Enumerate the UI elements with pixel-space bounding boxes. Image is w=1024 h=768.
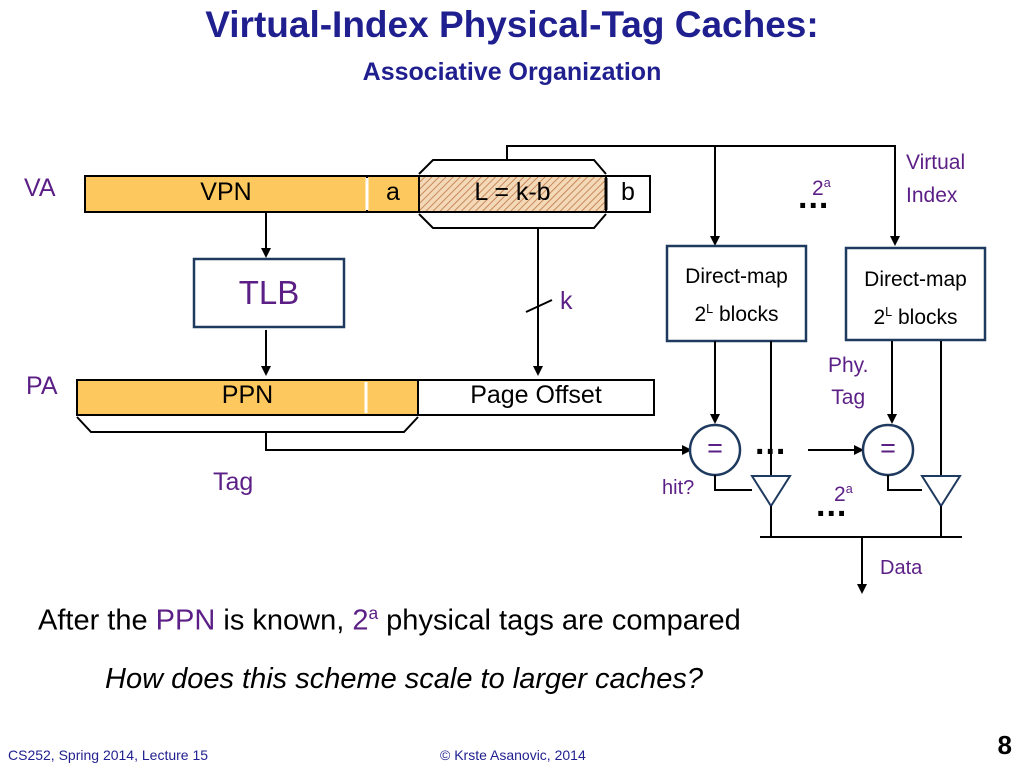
va-label: VA [24, 174, 56, 202]
footer-course: CS252, Spring 2014, Lecture 15 [8, 747, 209, 763]
tlb-box [192, 257, 346, 329]
k-label: k [560, 287, 573, 315]
ellipsis-top: ... [798, 178, 830, 216]
va-b-field [605, 175, 651, 213]
direct-map-text-2: Direct-map 2L blocks [864, 268, 967, 329]
ppn-text: PPN [221, 381, 274, 409]
tag-wire [265, 432, 692, 455]
ppn-bracket [76, 416, 419, 433]
tristate-buffer-2 [920, 475, 962, 508]
pa-offset-field [417, 379, 655, 416]
tag-label: Tag [213, 468, 254, 496]
data-label: Data [880, 557, 923, 579]
pa-ppn-field [76, 379, 419, 416]
ways-count-label-top: 2a [812, 176, 831, 200]
va-vpn-field [84, 175, 368, 213]
slide-title: Virtual-Index Physical-Tag Caches: [205, 4, 819, 45]
index-bracket-top [418, 159, 607, 175]
slide-subtitle: Associative Organization [362, 58, 662, 86]
pa-label: PA [26, 372, 58, 400]
direct-map-text-1: Direct-map 2L blocks [685, 265, 788, 326]
direct-map-box-1 [665, 244, 808, 343]
page-offset-text: Page Offset [470, 381, 602, 409]
question-text: How does this scheme scale to larger cac… [105, 663, 704, 695]
virtual-index-label: Virtual Index [906, 151, 966, 207]
a-text: a [386, 178, 400, 206]
virtual-index-wire [506, 145, 900, 246]
bullet-text: After the PPN is known, 2a physical tags… [38, 603, 741, 637]
comparator-1-symbol: = [707, 433, 723, 463]
tristate-buffer-1 [750, 475, 792, 508]
phy-tag-label: Phy. Tag [828, 354, 869, 409]
index-bracket-bottom [418, 213, 607, 229]
ellipsis-middle: ... [755, 424, 787, 462]
l-text: L = k-b [474, 178, 551, 206]
page-number: 8 [997, 730, 1012, 760]
ways-count-label-bottom: 2a [834, 482, 853, 506]
b-text: b [621, 178, 635, 206]
vpn-text: VPN [200, 178, 252, 206]
direct-map-box-2 [844, 246, 987, 342]
tlb-text: TLB [238, 274, 300, 311]
hit-label: hit? [662, 477, 695, 499]
comparator-2-symbol: = [880, 433, 896, 463]
ellipsis-bottom: ... [816, 486, 848, 524]
footer-copyright: © Krste Asanovic, 2014 [440, 747, 586, 763]
